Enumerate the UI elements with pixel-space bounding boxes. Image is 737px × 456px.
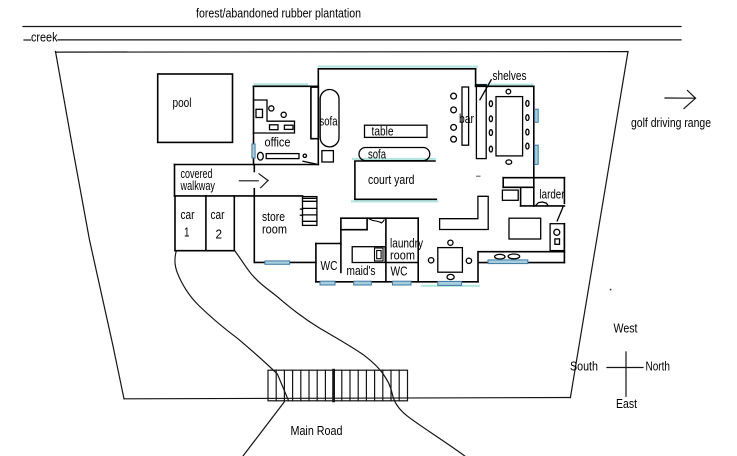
svg-text:store: store — [262, 210, 285, 224]
svg-text:2: 2 — [216, 228, 223, 242]
svg-text:laundry: laundry — [390, 237, 424, 251]
svg-text:car: car — [211, 208, 225, 222]
svg-text:WC: WC — [391, 265, 408, 279]
svg-text:forest/abandoned rubber planta: forest/abandoned rubber plantation — [196, 7, 361, 21]
svg-text:room: room — [262, 223, 287, 237]
svg-text:larder: larder — [540, 188, 565, 202]
svg-text:Main Road: Main Road — [291, 424, 343, 438]
svg-text:sofa: sofa — [368, 148, 386, 162]
svg-text:court yard: court yard — [368, 173, 415, 187]
svg-text:table: table — [372, 125, 394, 139]
svg-text:1: 1 — [184, 226, 190, 240]
svg-text:sofa: sofa — [320, 115, 338, 129]
svg-text:pool: pool — [173, 96, 192, 110]
svg-text:East: East — [616, 397, 637, 411]
svg-text:North: North — [646, 359, 671, 373]
svg-text:South: South — [570, 359, 598, 373]
svg-text:room: room — [390, 249, 415, 263]
svg-text:bar: bar — [459, 112, 474, 126]
svg-text:WC: WC — [321, 259, 338, 273]
svg-text:office: office — [265, 136, 291, 150]
svg-text:car: car — [181, 208, 195, 222]
svg-text:West: West — [614, 322, 638, 336]
svg-text:maid's: maid's — [347, 264, 376, 278]
svg-text:shelves: shelves — [493, 69, 527, 83]
svg-text:creek: creek — [31, 31, 58, 45]
svg-text:golf driving range: golf driving range — [631, 116, 711, 130]
svg-text:walkway: walkway — [180, 179, 216, 193]
svg-text:covered: covered — [181, 167, 213, 181]
